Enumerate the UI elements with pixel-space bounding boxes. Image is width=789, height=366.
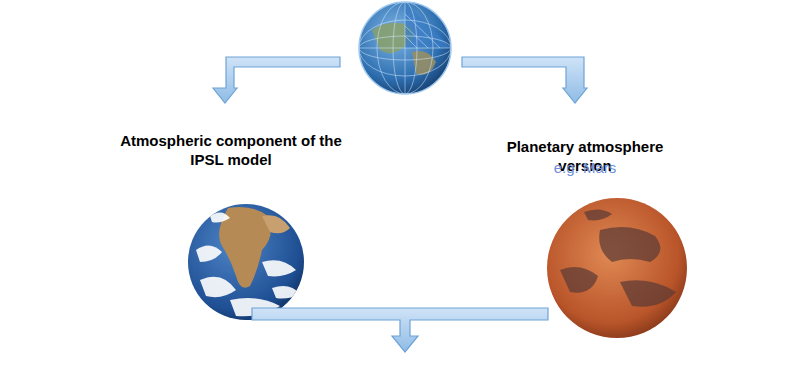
earth-photo (188, 204, 304, 320)
branch-title: Atmospheric component of the IPSL model (113, 132, 349, 170)
mars-photo (547, 198, 687, 338)
example-note: e.g. Mars (554, 159, 617, 178)
model-globe (359, 2, 451, 94)
merge-arrow (252, 308, 548, 352)
